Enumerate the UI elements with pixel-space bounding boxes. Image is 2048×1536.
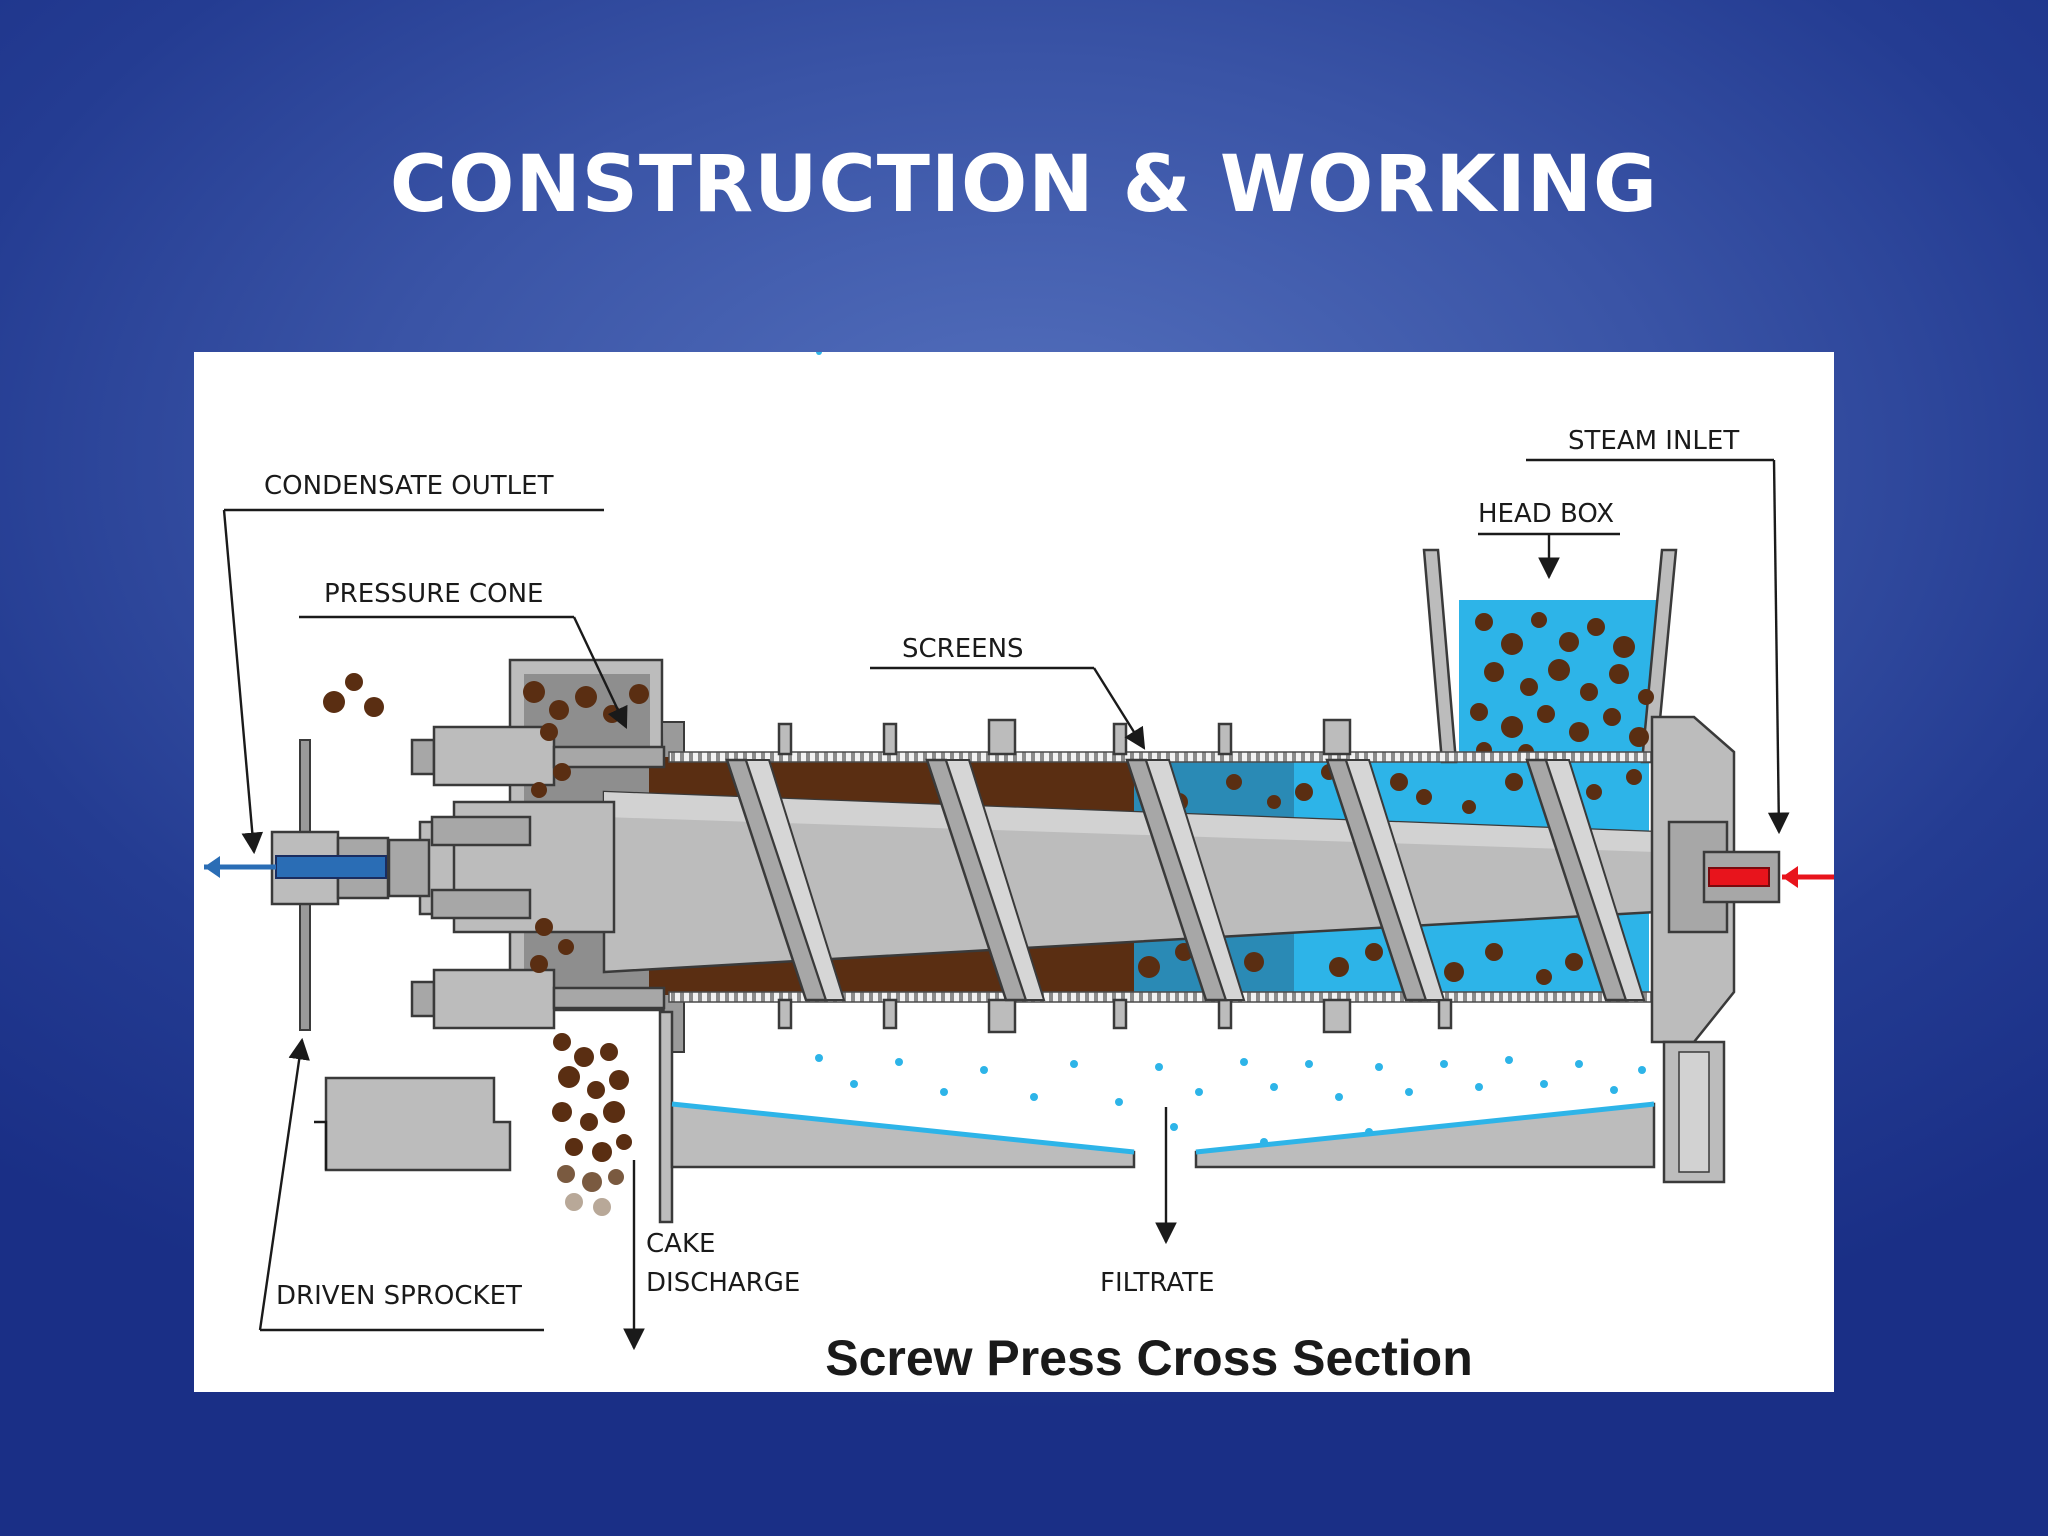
label-steam-inlet: STEAM INLET (1568, 426, 1739, 456)
label-head-box: HEAD BOX (1478, 499, 1614, 529)
cake-discharge-solids (323, 673, 632, 1216)
screen-bottom (668, 991, 1652, 1034)
steam-inlet-arrow (1782, 866, 1834, 888)
slide-title: CONSTRUCTION & WORKING (389, 140, 1659, 230)
screw-press-diagram: CONDENSATE OUTLET PRESSURE CONE SCREENS … (194, 352, 1834, 1392)
left-shaft (387, 800, 616, 934)
right-end-housing (1650, 715, 1781, 1184)
label-condensate-outlet: CONDENSATE OUTLET (264, 471, 554, 501)
hydraulic-cylinders (410, 725, 666, 1030)
label-filtrate: FILTRATE (1100, 1268, 1215, 1298)
label-driven-sprocket: DRIVEN SPROCKET (276, 1281, 522, 1311)
label-pressure-cone: PRESSURE CONE (324, 579, 543, 609)
label-screens: SCREENS (902, 634, 1024, 664)
base-frame-left (314, 1076, 512, 1172)
screw-flights (725, 758, 1646, 1002)
filtrate-trough (658, 1010, 1656, 1224)
leader-lines (222, 458, 1790, 1351)
driven-sprocket (270, 739, 390, 1031)
label-discharge: DISCHARGE (646, 1268, 800, 1298)
diagram-caption: Screw Press Cross Section (825, 1330, 1473, 1386)
label-cake: CAKE (646, 1229, 715, 1259)
head-box (1422, 548, 1678, 764)
condensate-outlet-arrow (204, 856, 276, 878)
